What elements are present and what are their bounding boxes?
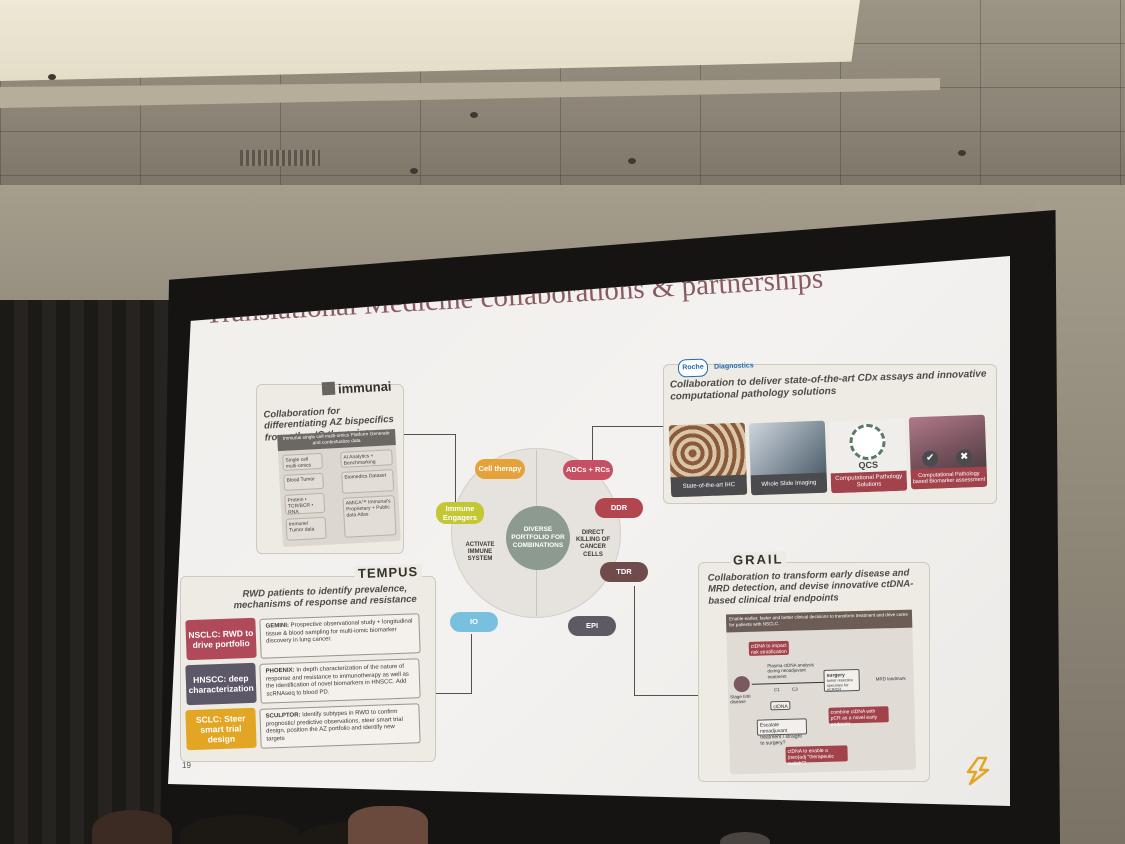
pill-immune-engagers: Immune Engagers xyxy=(436,502,484,524)
tempus-row-label-sclc: SCLC: Steer smart trial design xyxy=(185,707,257,751)
ceiling-sprinkler xyxy=(410,168,418,174)
single-cell-box: Single cell multi-omics xyxy=(282,452,323,471)
grail-timepoint-c1: C1 xyxy=(773,687,780,693)
pill-ddr: DDR xyxy=(595,498,643,518)
grail-resection-label: tumor resection specimen for eCR/CR xyxy=(826,678,853,692)
grail-diagram: Enable earlier, faster and better clinic… xyxy=(725,609,917,775)
presentation-slide: Translational Medicine collaborations & … xyxy=(168,256,1010,806)
pill-epi: EPI xyxy=(568,616,616,636)
roche-logo-suffix: Diagnostics xyxy=(713,362,754,371)
grail-heading: Collaboration to transform early disease… xyxy=(707,567,914,607)
immunai-logo: immunai xyxy=(337,378,392,397)
immunai-diagram: Immunai single cell multi-omics Platform… xyxy=(277,428,401,548)
connector-roche xyxy=(592,426,668,470)
direct-killing-label: DIRECT KILLING OF CANCER CELLS xyxy=(576,530,610,558)
grail-stage-label: Stage II/III disease xyxy=(730,693,751,705)
tile-wsi-caption: Whole Slide Imaging xyxy=(750,472,828,496)
portfolio-core: DIVERSE PORTFOLIO FOR COMBINATIONS xyxy=(506,506,570,570)
blood-tumor-box: Blood Tumor xyxy=(283,472,325,491)
grail-impact-box: ctDNA to impact risk stratification xyxy=(748,640,790,656)
tile-ihc-caption: State-of-the-art IHC xyxy=(670,474,748,498)
audience-head xyxy=(92,810,172,844)
biomedics-box: Biomedics Dataset xyxy=(341,469,395,494)
tile-biomarker-caption: Computational Pathology based Biomarker … xyxy=(910,466,988,490)
tempus-row-desc-hnscc: PHOENIX: In depth characterization of th… xyxy=(259,658,421,704)
tempus-study-sculptor: SCULPTOR: xyxy=(265,712,301,720)
roche-logo-hex: Roche xyxy=(677,358,709,378)
tempus-row-desc-nsclc: GEMINI: Prospective observational study … xyxy=(259,613,421,659)
tempus-study-gemini: GEMINI: xyxy=(265,622,290,630)
tile-wsi: Whole Slide Imaging xyxy=(748,420,828,496)
ceiling-sprinkler xyxy=(958,150,966,156)
grail-ctdna-box: ctDNA xyxy=(770,700,791,711)
check-icon: ✔ xyxy=(921,450,939,467)
tile-ihc: State-of-the-art IHC xyxy=(668,422,748,498)
grail-logo: GRAIL xyxy=(729,551,787,568)
qcs-label: QCS xyxy=(858,459,879,471)
tempus-study-phoenix: PHOENIX: xyxy=(265,667,295,675)
grail-combine-box: combine ctDNA with pCR as a novel early … xyxy=(828,706,889,728)
grail-escalate-box: Escalate neoadjuvant treatment / straigh… xyxy=(756,718,808,747)
audience-hand xyxy=(348,806,428,844)
grail-mrd-label: MRD landmark xyxy=(875,675,906,682)
curtain xyxy=(0,300,190,844)
pill-io: IO xyxy=(450,612,498,632)
connector-immunai xyxy=(404,434,456,508)
cross-icon: ✖ xyxy=(955,449,973,466)
tempus-logo: TEMPUS xyxy=(353,563,423,582)
patient-icon xyxy=(733,675,750,693)
tile-qcs-caption: Computational Pathology Solutions xyxy=(830,470,908,494)
protein-box: Protein • TCR/BCR • RNA xyxy=(284,492,326,516)
ai-analytics-box: AI Analytics + Benchmarking xyxy=(340,449,393,468)
tempus-row-label-hnscc: HNSCC: deep characterization xyxy=(185,662,257,706)
ceiling-vent xyxy=(240,150,320,166)
tempus-row-desc-sclc: SCULPTOR: Identify subtypes in RWD to co… xyxy=(259,703,421,749)
immunai-logo-icon xyxy=(321,381,336,396)
grail-dynamics-label: Plasma ctDNA analysis during neoadjuvant… xyxy=(767,662,814,680)
tempus-desc-gemini: Prospective observational study + longit… xyxy=(265,618,413,645)
audience-head xyxy=(720,832,770,844)
ceiling-sprinkler xyxy=(48,74,56,80)
grail-switch-box: ctDNA to enable a (neo)adj "therapeutic … xyxy=(785,745,848,767)
page-number: 19 xyxy=(182,761,191,770)
tile-qcs: QCS Computational Pathology Solutions xyxy=(828,418,908,494)
grail-banner: Enable earlier, faster and better clinic… xyxy=(725,609,913,633)
qcs-badge-icon xyxy=(848,423,887,461)
tempus-row-label-nsclc: NSCLC: RWD to drive portfolio xyxy=(185,617,257,661)
grail-surgery-box: surgery tumor resection specimen for eCR… xyxy=(823,668,860,692)
tile-biomarker: ✔ ✖ Computational Pathology based Biomar… xyxy=(908,414,988,490)
activate-immune-label: ACTIVATE IMMUNE SYSTEM xyxy=(465,542,495,563)
roche-logo: Roche xyxy=(682,363,704,372)
ceiling-sprinkler xyxy=(628,158,636,164)
ceiling-sprinkler xyxy=(470,112,478,118)
connector-grail xyxy=(634,586,700,696)
grail-timepoint-c3: C3 xyxy=(791,686,798,692)
audience-head xyxy=(180,815,300,844)
az-logo-icon xyxy=(966,756,990,786)
connector-tempus xyxy=(436,634,472,694)
pill-adcs: ADCs + RCs xyxy=(563,460,613,480)
pill-cell-therapy: Cell therapy xyxy=(475,459,525,479)
immune-tumor-box: Immune/ Tumor data xyxy=(285,516,327,541)
pill-tdr: TDR xyxy=(600,562,648,582)
amica-box: AMICA™ Immunai's Proprietary + Public da… xyxy=(342,495,397,538)
